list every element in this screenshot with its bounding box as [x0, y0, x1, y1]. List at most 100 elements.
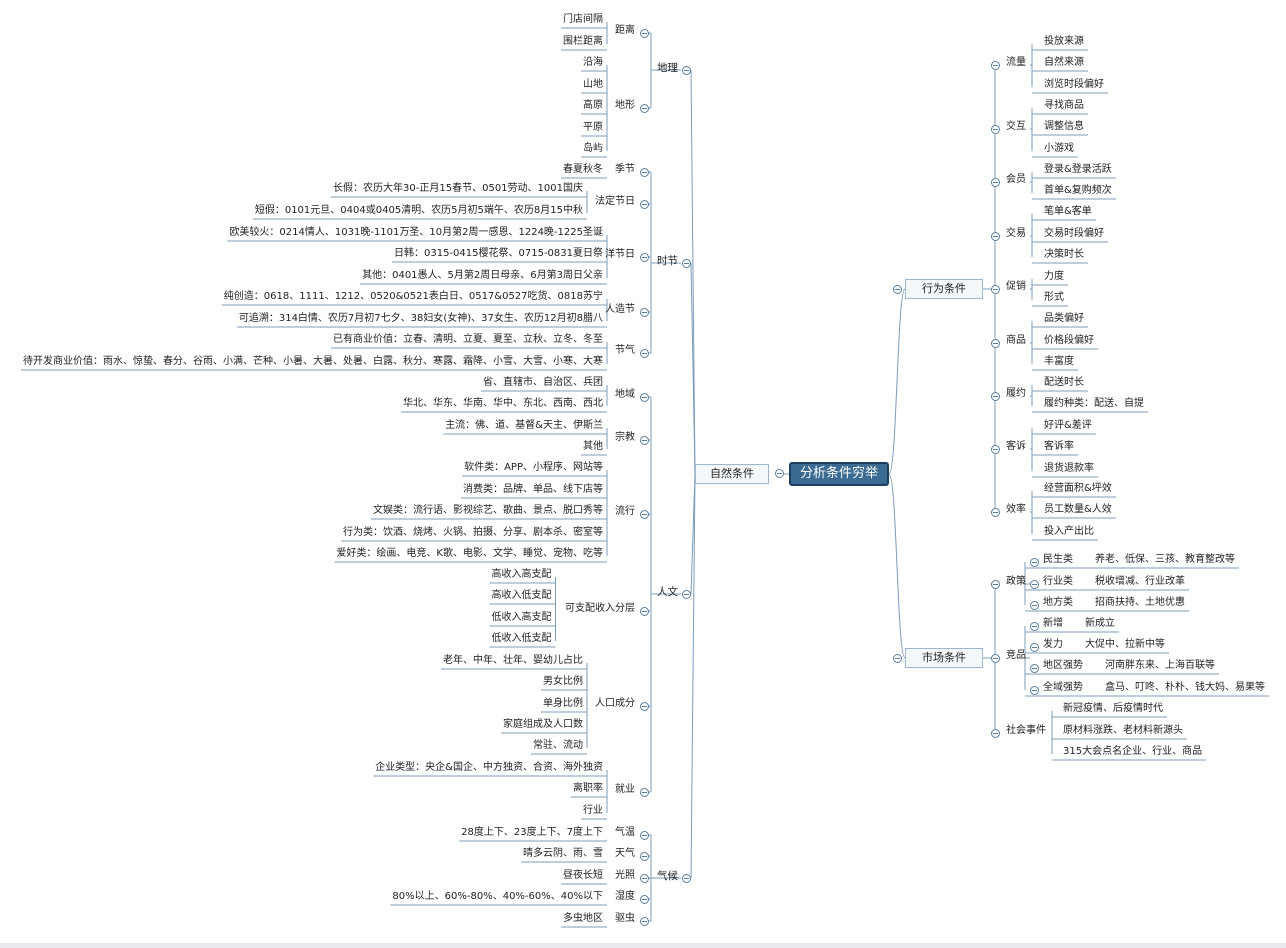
- behavior-leaf[interactable]: 员工数量&人效: [1044, 504, 1112, 515]
- natural-leaf[interactable]: 高收入低支配: [491, 590, 552, 601]
- behavior-5-collapse-icon[interactable]: [991, 338, 1000, 348]
- natural-group-2-1-collapse-icon[interactable]: [639, 435, 649, 445]
- behavior-0-collapse-icon[interactable]: [991, 60, 1000, 70]
- behavior-leaf[interactable]: 小游戏: [1044, 143, 1074, 154]
- natural-leaf[interactable]: 围栏距离: [563, 36, 603, 47]
- natural-group-0-1-collapse-icon[interactable]: [639, 103, 649, 113]
- natural-group-2-0[interactable]: 地域: [615, 389, 635, 400]
- natural-group-1-4-collapse-icon[interactable]: [639, 348, 649, 358]
- market-collapse-icon[interactable]: [893, 654, 902, 663]
- market-sub-1-1[interactable]: 发力: [1043, 639, 1063, 650]
- natural-leaf[interactable]: 长假：农历大年30-正月15春节、0501劳动、1001国庆: [333, 183, 583, 194]
- market-2-collapse-icon[interactable]: [991, 728, 1000, 738]
- natural-leaf[interactable]: 企业类型：央企&国企、中方独资、合资、海外独资: [375, 762, 603, 773]
- behavior-leaf[interactable]: 首单&复购频次: [1044, 185, 1112, 196]
- behavior-group-7[interactable]: 客诉: [1006, 441, 1026, 452]
- behavior-leaf[interactable]: 退货退款率: [1044, 463, 1094, 474]
- natural-group-3-4[interactable]: 驱虫: [615, 913, 635, 924]
- market-detail[interactable]: 养老、低保、三孩、教育整改等: [1095, 554, 1235, 565]
- market-0-collapse-icon[interactable]: [991, 579, 1000, 589]
- market-detail[interactable]: 河南胖东来、上海百联等: [1105, 660, 1215, 671]
- natural-group-2-4[interactable]: 人口成分: [595, 698, 635, 709]
- market-1-collapse-icon[interactable]: [991, 653, 1000, 663]
- natural-leaf[interactable]: 主流：佛、道、基督&天主、伊斯兰: [445, 420, 603, 431]
- natural-l1-3[interactable]: 气候: [657, 870, 678, 882]
- market-sub-1-3[interactable]: 全域强势: [1043, 682, 1083, 693]
- market-sub-1-2[interactable]: 地区强势: [1043, 660, 1083, 671]
- market-group-1[interactable]: 竞品: [1006, 650, 1026, 661]
- natural-leaf[interactable]: 行为类：饮酒、烧烤、火锅、拍摄、分享、剧本杀、密室等: [343, 527, 603, 538]
- natural-leaf[interactable]: 可追溯：314白情、农历7月初7七夕、38妇女(女神)、37女生、农历12月初8…: [238, 313, 603, 324]
- behavior-2-collapse-icon[interactable]: [991, 177, 1000, 187]
- natural-l1-3-collapse-icon[interactable]: [681, 873, 691, 883]
- natural-leaf[interactable]: 高原: [583, 100, 603, 111]
- behavior-group-6[interactable]: 履约: [1006, 388, 1026, 399]
- market-detail[interactable]: 大促中、拉新中等: [1085, 639, 1165, 650]
- natural-leaf[interactable]: 平原: [583, 122, 603, 133]
- market-detail[interactable]: 新成立: [1085, 618, 1115, 629]
- natural-group-3-1-collapse-icon[interactable]: [639, 851, 649, 861]
- natural-leaf[interactable]: 日韩：0315-0415樱花祭、0715-0831夏日祭: [393, 248, 603, 259]
- market-sub-0-0-collapse-icon[interactable]: [1029, 557, 1039, 567]
- natural-leaf[interactable]: 老年、中年、壮年、婴幼儿占比: [443, 655, 583, 666]
- natural-group-1-1-collapse-icon[interactable]: [639, 199, 649, 209]
- branch-market[interactable]: 市场条件: [905, 648, 983, 668]
- behavior-leaf[interactable]: 寻找商品: [1044, 100, 1084, 111]
- root-node[interactable]: 分析条件穷举: [789, 462, 889, 486]
- behavior-group-1[interactable]: 交互: [1006, 121, 1026, 132]
- natural-group-3-3-collapse-icon[interactable]: [639, 894, 649, 904]
- market-group-2[interactable]: 社会事件: [1006, 725, 1046, 736]
- natural-l1-2[interactable]: 人文: [657, 586, 678, 598]
- natural-leaf[interactable]: 省、直辖市、自治区、兵团: [483, 377, 603, 388]
- natural-leaf[interactable]: 其他: [583, 441, 603, 452]
- natural-group-1-2[interactable]: 洋节日: [605, 249, 635, 260]
- natural-leaf[interactable]: 华北、华东、华南、华中、东北、西南、西北: [403, 398, 603, 409]
- natural-leaf[interactable]: 低收入低支配: [491, 633, 552, 644]
- natural-group-3-4-collapse-icon[interactable]: [639, 916, 649, 926]
- behavior-leaf[interactable]: 品类偏好: [1044, 313, 1084, 324]
- natural-group-1-1[interactable]: 法定节日: [595, 196, 635, 207]
- behavior-leaf[interactable]: 交易时段偏好: [1044, 228, 1104, 239]
- market-group-0[interactable]: 政策: [1006, 576, 1026, 587]
- natural-leaf[interactable]: 晴多云阴、雨、雪: [523, 848, 603, 859]
- behavior-leaf[interactable]: 自然来源: [1044, 57, 1084, 68]
- natural-group-1-0[interactable]: 季节: [615, 164, 635, 175]
- natural-group-0-0-collapse-icon[interactable]: [639, 28, 649, 38]
- behavior-leaf[interactable]: 配送时长: [1044, 377, 1084, 388]
- natural-group-2-0-collapse-icon[interactable]: [639, 392, 649, 402]
- behavior-group-2[interactable]: 会员: [1006, 174, 1026, 185]
- natural-group-2-3[interactable]: 可支配收入分层: [565, 603, 635, 614]
- market-sub-0-2[interactable]: 地方类: [1043, 597, 1073, 608]
- natural-group-3-0[interactable]: 气温: [615, 827, 635, 838]
- behavior-7-collapse-icon[interactable]: [991, 444, 1000, 454]
- behavior-leaf[interactable]: 形式: [1044, 292, 1064, 303]
- natural-leaf[interactable]: 山地: [583, 79, 603, 90]
- natural-group-1-2-collapse-icon[interactable]: [639, 252, 649, 262]
- behavior-group-8[interactable]: 效率: [1006, 504, 1026, 515]
- natural-group-2-4-collapse-icon[interactable]: [639, 701, 649, 711]
- natural-group-3-3[interactable]: 湿度: [615, 891, 635, 902]
- natural-leaf[interactable]: 文娱类：流行语、影视综艺、歌曲、景点、脱口秀等: [373, 505, 603, 516]
- natural-leaf[interactable]: 春夏秋冬: [563, 164, 603, 175]
- natural-group-2-5-collapse-icon[interactable]: [639, 787, 649, 797]
- natural-leaf[interactable]: 低收入高支配: [491, 612, 552, 623]
- natural-group-0-1[interactable]: 地形: [615, 100, 635, 111]
- natural-leaf[interactable]: 行业: [583, 805, 603, 816]
- natural-l1-2-collapse-icon[interactable]: [681, 589, 691, 599]
- natural-leaf[interactable]: 常驻、流动: [533, 740, 583, 751]
- natural-leaf[interactable]: 28度上下、23度上下、7度上下: [461, 827, 603, 838]
- natural-group-0-0[interactable]: 距离: [615, 25, 635, 36]
- natural-group-2-5[interactable]: 就业: [615, 784, 635, 795]
- behavior-leaf[interactable]: 投放来源: [1044, 36, 1084, 47]
- market-sub-1-0[interactable]: 新增: [1043, 618, 1063, 629]
- behavior-leaf[interactable]: 履约种类：配送、自提: [1044, 398, 1144, 409]
- root-left-collapse-icon[interactable]: [775, 469, 784, 478]
- natural-group-1-3[interactable]: 人造节: [605, 304, 635, 315]
- natural-leaf[interactable]: 纯创造：0618、1111、1212、0520&0521表白日、0517&052…: [223, 291, 603, 302]
- behavior-leaf[interactable]: 浏览时段偏好: [1044, 79, 1104, 90]
- market-sub-0-1[interactable]: 行业类: [1043, 576, 1073, 587]
- natural-group-1-4[interactable]: 节气: [615, 345, 635, 356]
- natural-leaf[interactable]: 家庭组成及人口数: [503, 719, 583, 730]
- natural-group-2-1[interactable]: 宗教: [615, 432, 635, 443]
- behavior-8-collapse-icon[interactable]: [991, 507, 1000, 517]
